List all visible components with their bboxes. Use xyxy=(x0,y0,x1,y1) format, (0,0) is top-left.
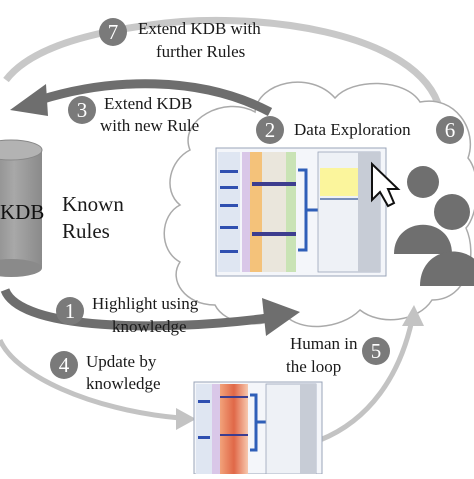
arrow-step-7 xyxy=(3,16,444,111)
arrow-step-3 xyxy=(38,79,273,116)
step-3-label-line2: with new Rule xyxy=(100,116,200,135)
arrow-step-5 xyxy=(319,319,415,443)
step-4-label-line2: knowledge xyxy=(86,374,161,393)
cursor-icon xyxy=(371,161,401,208)
step-5-label-line1: Human in xyxy=(290,334,358,353)
arrow-step-1 xyxy=(0,287,269,331)
step-4-label-line1: Update by xyxy=(86,352,157,371)
step-7-badge: 7 xyxy=(99,18,127,46)
tool-screenshot-main xyxy=(215,147,387,277)
step-1-label-line2: knowledge xyxy=(112,317,187,336)
kdb-cylinder xyxy=(0,139,43,277)
step-2-label: Data Exploration xyxy=(294,120,411,139)
people-icon xyxy=(394,166,474,286)
step-3-label-line1: Extend KDB xyxy=(104,94,193,113)
known-rules-line2: Rules xyxy=(62,219,110,243)
known-rules-line1: Known xyxy=(62,192,124,216)
arrow-head-step-1 xyxy=(262,298,300,336)
step-6-badge: 6 xyxy=(436,116,464,144)
arrow-head-step-5 xyxy=(402,305,424,326)
arrow-step-4 xyxy=(0,338,181,421)
arrow-head-step-4 xyxy=(176,408,196,430)
step-1-label-line1: Highlight using xyxy=(92,294,199,313)
step-5-label-line2: the loop xyxy=(286,357,342,376)
step-2-badge: 2 xyxy=(256,116,284,144)
step-1-badge: 1 xyxy=(56,297,84,325)
step-4-badge: 4 xyxy=(50,351,78,379)
tool-screenshot-bottom xyxy=(193,381,323,475)
step-7-label-line1: Extend KDB with xyxy=(138,19,261,38)
kdb-label: KDB xyxy=(0,200,45,224)
step-5-badge: 5 xyxy=(362,337,390,365)
step-7-label-line2: further Rules xyxy=(156,42,246,61)
step-3-badge: 3 xyxy=(68,96,96,124)
arrow-head-step-3 xyxy=(10,84,48,116)
